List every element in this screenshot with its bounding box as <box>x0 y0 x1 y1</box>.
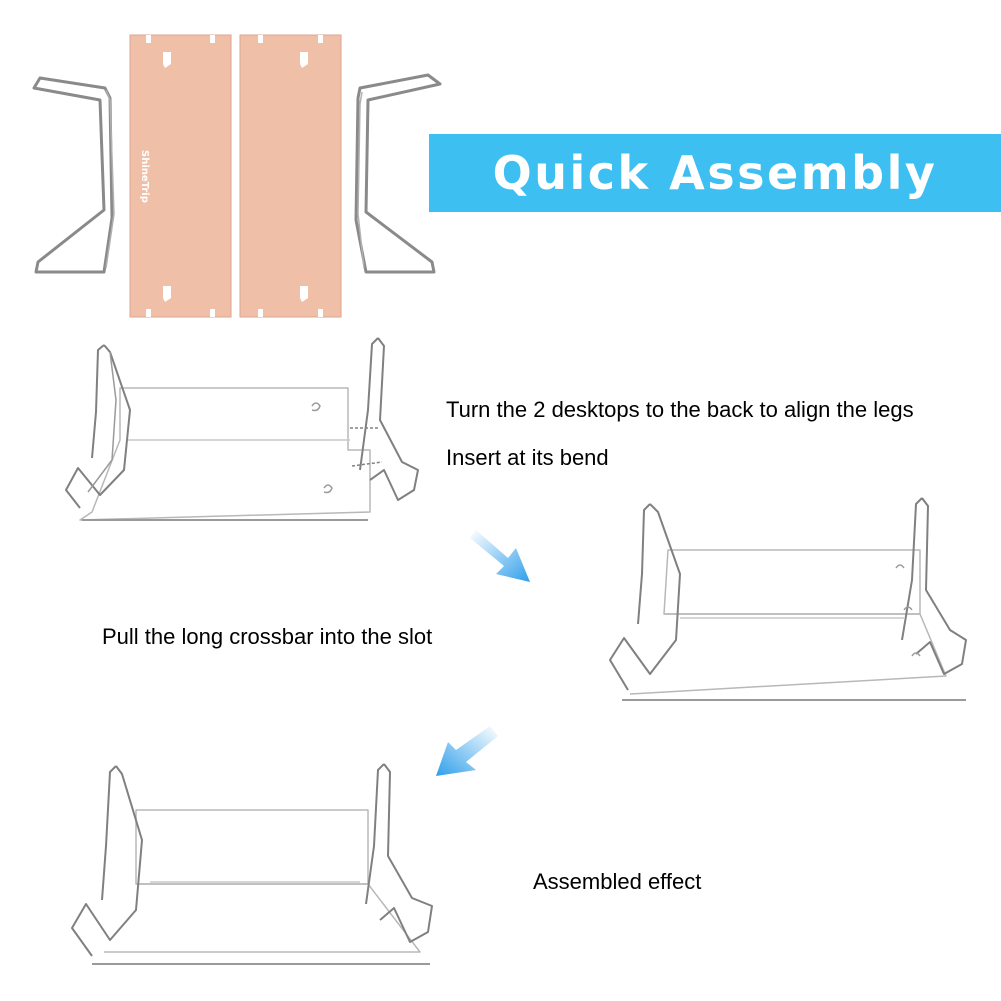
step1-illustration <box>65 337 419 521</box>
down-left-arrow-icon <box>436 726 498 776</box>
banner-title: Quick Assembly <box>492 146 938 200</box>
disassembled-parts: ShineTrip <box>32 34 442 318</box>
step1-caption: Turn the 2 desktops to the back to align… <box>446 397 914 422</box>
down-right-arrow-icon <box>470 530 530 582</box>
right-tabletop-panel <box>239 34 342 318</box>
brand-logo: ShineTrip <box>139 150 150 203</box>
left-tabletop-panel <box>129 34 232 318</box>
step3-caption: Assembled effect <box>533 869 702 894</box>
left-leg-frame <box>32 76 114 274</box>
step1-subcaption: Insert at its bend <box>446 445 609 470</box>
step2-caption: Pull the long crossbar into the slot <box>102 624 433 649</box>
title-banner: Quick Assembly <box>429 134 1001 212</box>
right-leg-frame <box>354 73 442 274</box>
step2-illustration <box>609 497 967 701</box>
step3-illustration <box>71 763 433 965</box>
